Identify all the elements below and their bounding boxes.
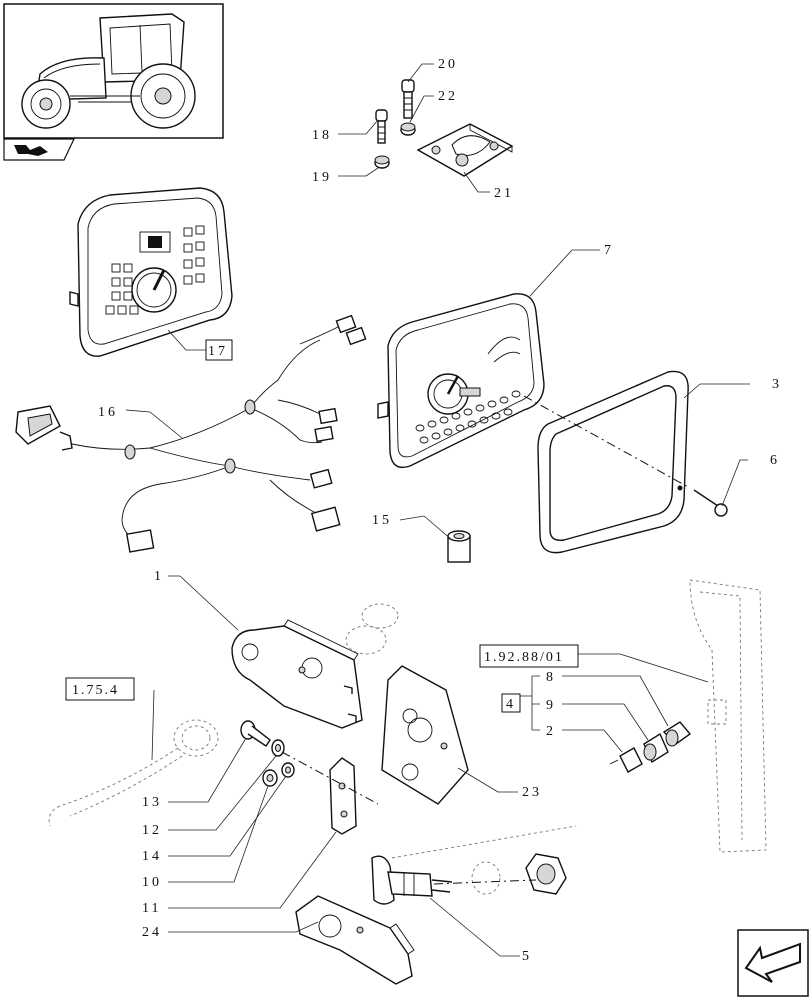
socket-5	[371, 855, 501, 905]
bulb-holder-9	[643, 732, 669, 764]
callout-23: 23	[522, 785, 542, 800]
callout-4-box[interactable]: 4	[501, 693, 521, 713]
instrument-panel-17	[69, 187, 233, 357]
callout-2: 2	[546, 724, 556, 739]
callout-16: 16	[98, 405, 118, 420]
bracket-21	[416, 123, 514, 177]
callout-labels: 20 22 18 19 21 7 16 3 6 15 1 8 9 2 23 13…	[98, 57, 782, 964]
screw-18	[375, 109, 388, 144]
callout-20: 20	[438, 57, 458, 72]
callout-19: 19	[312, 170, 332, 185]
nut-19	[374, 155, 390, 169]
callout-7: 7	[604, 243, 614, 258]
tractor-thumbnail-icon[interactable]	[3, 3, 224, 139]
cable-reference-1-75-4	[48, 719, 219, 827]
bracket-24	[295, 895, 415, 985]
instrument-panel-7	[377, 293, 545, 469]
callout-13: 13	[142, 795, 162, 810]
side-pillar-ghost	[689, 579, 767, 853]
callout-17-box[interactable]: 17	[205, 339, 233, 361]
callout-4: 4	[506, 697, 516, 712]
assembly-axis-5	[433, 879, 537, 885]
callout-18: 18	[312, 128, 332, 143]
screw-6	[693, 489, 728, 517]
leader-lines	[125, 63, 750, 957]
frame-gasket-3	[537, 370, 689, 554]
assembly-axis-7	[523, 395, 691, 489]
callout-1: 1	[154, 569, 164, 584]
bracket-11	[329, 757, 357, 835]
callout-21: 21	[494, 186, 514, 201]
assembly-axis-1	[281, 751, 379, 805]
callout-14: 14	[142, 849, 162, 864]
connector-8	[662, 721, 692, 747]
screw-20	[401, 79, 415, 119]
callout-22: 22	[438, 89, 458, 104]
reference-1-75-4-link[interactable]: 1.75.4	[65, 677, 135, 701]
callout-9: 9	[546, 698, 556, 713]
spacer-15	[447, 530, 471, 563]
washer-12	[271, 739, 285, 757]
wiring-harness-16	[15, 314, 367, 553]
callout-15: 15	[372, 513, 392, 528]
reference-1-92-88-01-link[interactable]: 1.92.88/01	[479, 644, 579, 668]
bulb-2	[609, 747, 643, 773]
nut-10	[262, 769, 278, 787]
plate-23	[381, 665, 469, 805]
washer-14	[281, 762, 295, 778]
screw-13	[240, 720, 271, 747]
nut-5	[525, 853, 567, 895]
bracket-1	[231, 603, 399, 729]
callout-8: 8	[546, 670, 556, 685]
previous-page-arrow-icon[interactable]	[737, 929, 809, 997]
reference-1-92-88-01: 1.92.88/01	[484, 650, 564, 665]
callout-24: 24	[142, 925, 162, 940]
callout-3: 3	[772, 377, 782, 392]
callout-11: 11	[142, 901, 161, 916]
nut-22	[400, 122, 416, 136]
callout-17: 17	[208, 344, 228, 359]
callout-10: 10	[142, 875, 162, 890]
reference-1-75-4: 1.75.4	[72, 683, 119, 698]
book-icon[interactable]	[3, 138, 75, 161]
callout-12: 12	[142, 823, 162, 838]
panel-outline	[391, 825, 577, 859]
callout-5: 5	[522, 949, 532, 964]
callout-6: 6	[770, 453, 780, 468]
